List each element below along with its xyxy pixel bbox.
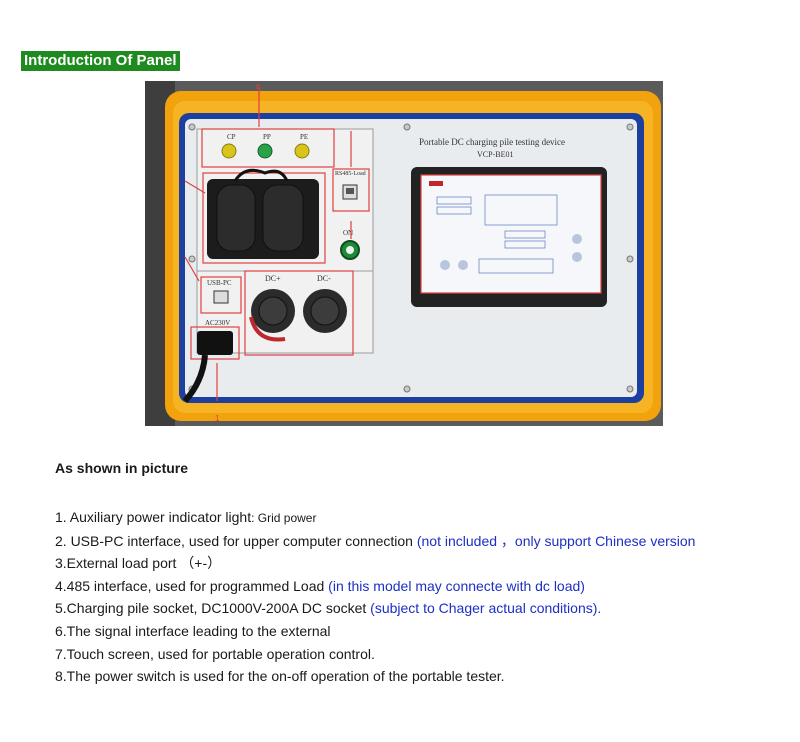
callout-6: 6 bbox=[256, 84, 260, 91]
section-heading: As shown in picture bbox=[55, 460, 189, 476]
pe-label: PE bbox=[300, 133, 308, 141]
list-item: 1. Auxiliary power indicator light: Grid… bbox=[55, 509, 317, 525]
ac230v-label: AC230V bbox=[205, 319, 230, 327]
pp-label: PP bbox=[263, 133, 271, 141]
panel-photo: CP PP PE RS485-Load ON USB-PC AC230V DC+… bbox=[145, 81, 663, 426]
dc-minus-label: DC- bbox=[317, 274, 331, 283]
list-item: 2. USB-PC interface, used for upper comp… bbox=[55, 532, 696, 549]
callout-1: 1 bbox=[215, 414, 220, 423]
device-title: Portable DC charging pile testing device bbox=[419, 137, 565, 147]
list-item: 8.The power switch is used for the on-of… bbox=[55, 668, 505, 685]
cp-label: CP bbox=[227, 133, 236, 141]
section-title: Introduction Of Panel bbox=[21, 51, 180, 71]
usb-pc-label: USB-PC bbox=[207, 279, 232, 287]
list-item: 7.Touch screen, used for portable operat… bbox=[55, 645, 375, 662]
list-item: 4.485 interface, used for programmed Loa… bbox=[55, 577, 585, 594]
feature-list: 1. Auxiliary power indicator light: Grid… bbox=[55, 506, 695, 688]
list-item: 6.The signal interface leading to the ex… bbox=[55, 622, 331, 639]
list-item: 3.External load port （+-） bbox=[55, 555, 222, 572]
rs485-label: RS485-Load bbox=[335, 171, 366, 177]
device-model: VCP-BE01 bbox=[477, 150, 513, 159]
dc-plus-label: DC+ bbox=[265, 274, 281, 283]
on-label: ON bbox=[343, 229, 353, 237]
list-item: 5.Charging pile socket, DC1000V-200A DC … bbox=[55, 600, 602, 617]
